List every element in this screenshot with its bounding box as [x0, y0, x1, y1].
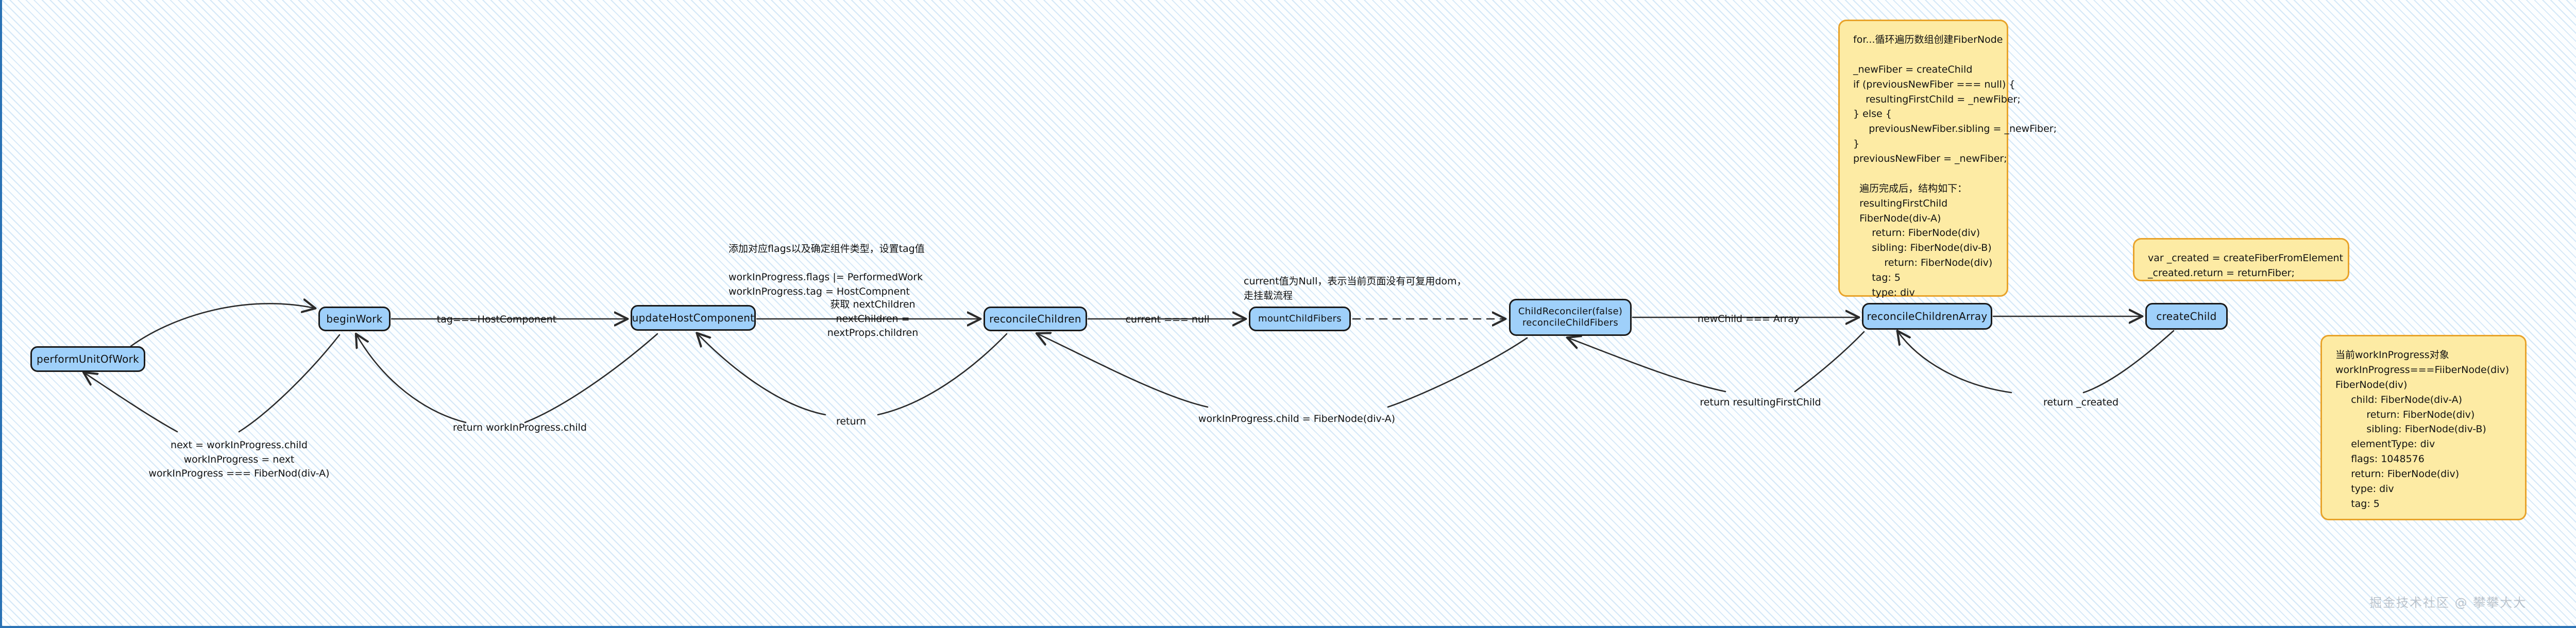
edge-label-return: return: [836, 416, 867, 427]
node-updatehostcomponent[interactable]: updateHostComponent: [631, 305, 756, 331]
note-for-loop: for...循环遍历数组创建FiberNode _newFiber = crea…: [1838, 20, 2057, 298]
edge-updatehostcomponent-return-down: [524, 333, 658, 423]
node-label: mountChildFibers: [1258, 313, 1342, 324]
note-work-in-progress-object: 当前workInProgress对象 workInProgress===Fiib…: [2320, 335, 2527, 520]
node-createchild[interactable]: createChild: [2145, 303, 2228, 330]
edge-label-add-flags-note: 添加对应flags以及确定组件类型，设置tag值 workInProgress.…: [728, 243, 925, 297]
node-label: reconcileChildrenArray: [1867, 310, 1988, 323]
edge-return-created-to-reconcilechildrenarray: [1898, 332, 2012, 394]
edge-beginwork-down-to-next: [238, 334, 341, 433]
edge-label-next-work-in-progress-child: next = workInProgress.child workInProgre…: [148, 439, 330, 480]
node-mountchildfibers[interactable]: mountChildFibers: [1249, 307, 1351, 331]
edge-label-return-created: return _created: [2043, 397, 2119, 408]
edge-label-get-next-children: 获取 nextChildren nextChildren = nextProps…: [827, 299, 919, 339]
edge-createchild-return-down: [2082, 330, 2175, 394]
edge-performunitofwork-to-beginwork: [130, 303, 314, 347]
node-label: performUnitOfWork: [36, 352, 140, 365]
node-label: beginWork: [326, 312, 383, 325]
node-reconcilechildrenarray[interactable]: reconcileChildrenArray: [1862, 303, 1992, 330]
node-performunitofwork[interactable]: performUnitOfWork: [30, 346, 145, 372]
node-childreconciler[interactable]: ChildReconciler(false) reconcileChildFib…: [1509, 299, 1632, 336]
note-created: var _created = createFiberFromElement _c…: [2133, 238, 2349, 281]
edge-return-to-updatehostcomponent: [698, 334, 826, 416]
node-label: ChildReconciler(false) reconcileChildFib…: [1518, 305, 1623, 329]
edge-label-work-in-progress-child-fibernode: workInProgress.child = FiberNode(div-A): [1198, 413, 1396, 425]
edge-workinprogresschild-to-reconcilechildren: [1038, 334, 1209, 408]
edge-label-mount-child-fibers-note: current值为Null，表示当前页面没有可复用dom， 走挂载流程: [1244, 276, 1467, 301]
edge-reconcilechildrenarray-return-down: [1794, 331, 1865, 393]
edge-next-to-performunitofwork: [84, 373, 178, 433]
edge-reconcilechildren-return-down: [877, 333, 1008, 416]
node-label: updateHostComponent: [632, 311, 755, 324]
edge-label-new-child-array: newChild === Array: [1697, 313, 1800, 325]
node-reconcilechildren[interactable]: reconcileChildren: [984, 307, 1087, 331]
edge-return-resultingfirstchild-to-childreconciler: [1568, 338, 1726, 393]
node-label: reconcileChildren: [989, 312, 1081, 325]
node-beginwork[interactable]: beginWork: [318, 307, 391, 331]
edge-label-tag-host-component: tag===HostComponent: [436, 314, 557, 325]
watermark: 掘金技术社区 @ 攀攀大大: [2369, 596, 2527, 610]
node-label: createChild: [2156, 310, 2217, 323]
edge-label-current-equals-null: current === null: [1125, 314, 1210, 325]
edge-label-return-work-in-progress-child: return workInProgress.child: [453, 422, 587, 433]
edge-label-return-resulting-first-child: return resultingFirstChild: [1700, 397, 1821, 408]
edge-returnworkinprogresschild-to-beginwork: [357, 335, 467, 423]
edge-childreconciler-return-down: [1387, 337, 1528, 408]
